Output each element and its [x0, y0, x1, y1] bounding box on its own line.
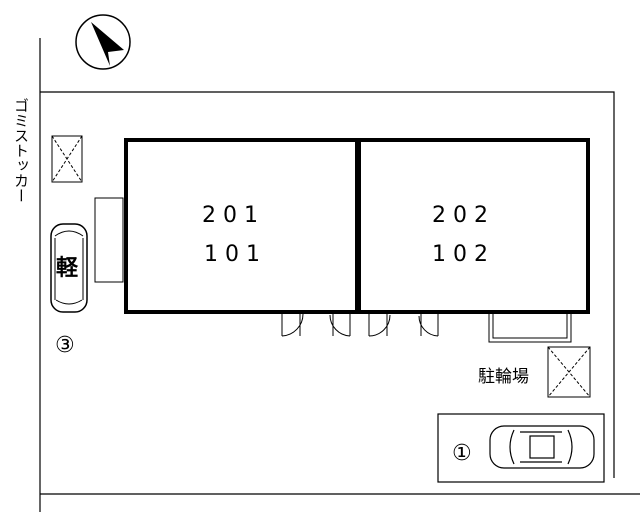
room-number-201: 201: [202, 203, 265, 228]
garbage-stocker-label: ゴミストッカー: [12, 98, 30, 203]
door-101: [281, 312, 304, 337]
parking-number-3: ③: [55, 333, 75, 358]
unit-right: [357, 138, 590, 314]
rear-step: [488, 311, 572, 343]
door-201: [329, 312, 351, 337]
room-number-102: 102: [432, 242, 495, 267]
site-boundary: [39, 38, 640, 512]
parking-number-1: ①: [452, 441, 472, 466]
garbage-stocker: [51, 135, 83, 183]
unit-left: [124, 138, 359, 314]
door-202: [418, 312, 439, 337]
car-icon: [489, 425, 595, 469]
room-number-202: 202: [432, 203, 495, 228]
doors: [281, 312, 439, 337]
door-102: [368, 312, 391, 337]
entrance-step: [94, 197, 124, 283]
building: [124, 138, 590, 314]
car-icon: [50, 223, 88, 313]
parking-spot-1: [437, 413, 605, 483]
room-number-101: 101: [204, 242, 267, 267]
bicycle-parking-label: 駐輪場: [478, 367, 529, 387]
kei-car-mark: 軽: [56, 255, 79, 281]
bicycle-parking-icon: [547, 346, 591, 398]
north-arrow-icon: [75, 14, 131, 70]
